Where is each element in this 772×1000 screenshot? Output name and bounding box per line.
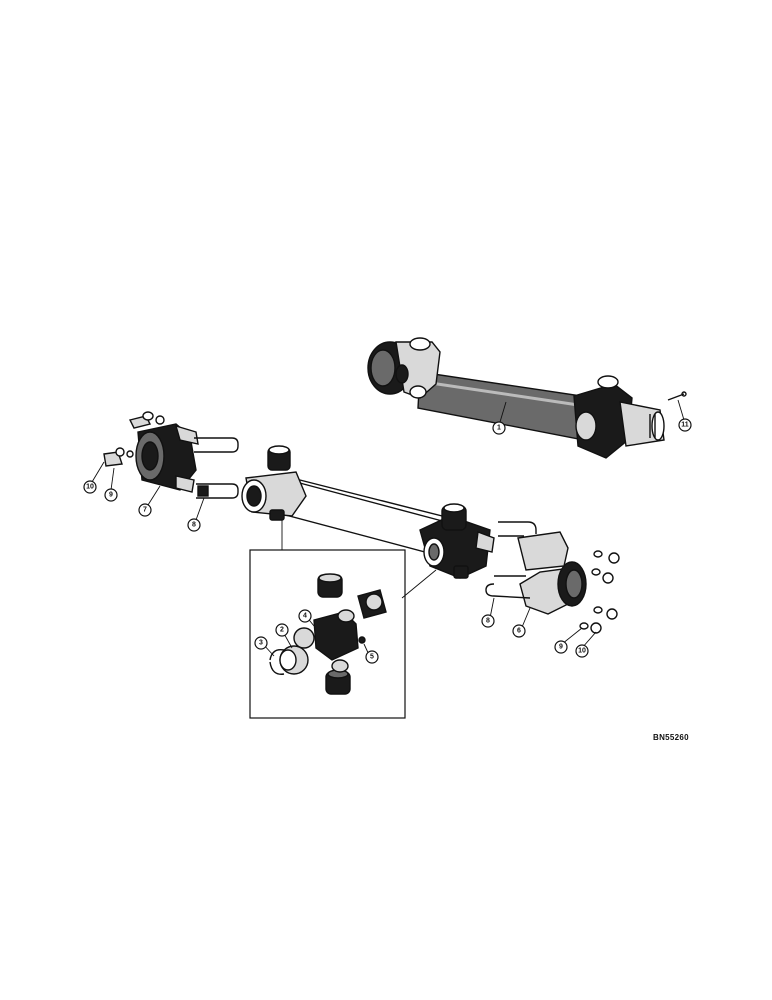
callout-3: 3 — [254, 636, 268, 650]
callout-4: 4 — [298, 609, 312, 623]
callout-9-right: 9 — [554, 640, 568, 654]
drawing-reference-code: BN55260 — [653, 733, 689, 742]
svg-text:8: 8 — [192, 522, 196, 529]
callout-8-left: 8 — [187, 518, 201, 532]
left-flange-yoke — [103, 411, 199, 493]
svg-text:5: 5 — [370, 654, 374, 661]
leader-lines — [91, 399, 685, 658]
callout-11: 11 — [678, 418, 692, 432]
svg-text:4: 4 — [303, 613, 307, 620]
callout-6: 6 — [512, 624, 526, 638]
svg-text:2: 2 — [280, 627, 284, 634]
callout-7-left: 7 — [138, 503, 152, 517]
svg-text:3: 3 — [259, 640, 263, 647]
svg-text:1: 1 — [497, 425, 501, 432]
callout-8-right: 8 — [481, 614, 495, 628]
svg-text:9: 9 — [109, 492, 113, 499]
right-flange-yoke — [485, 521, 620, 634]
assembled-drive-shaft — [367, 337, 687, 459]
svg-text:8: 8 — [486, 618, 490, 625]
callout-10-left: 10 — [83, 480, 97, 494]
svg-text:11: 11 — [681, 422, 689, 429]
callout-1: 1 — [492, 421, 506, 435]
callout-10-right: 10 — [575, 644, 589, 658]
svg-text:10: 10 — [86, 484, 94, 491]
svg-text:10: 10 — [578, 648, 586, 655]
svg-text:6: 6 — [517, 628, 521, 635]
callout-5: 5 — [365, 650, 379, 664]
inset-cross-kit — [249, 520, 437, 719]
callout-9-left: 9 — [104, 488, 118, 502]
left-u-bolts — [194, 437, 239, 499]
svg-text:9: 9 — [559, 644, 563, 651]
exploded-drive-shaft — [241, 445, 495, 579]
svg-text:7: 7 — [143, 507, 147, 514]
callout-2: 2 — [275, 623, 289, 637]
